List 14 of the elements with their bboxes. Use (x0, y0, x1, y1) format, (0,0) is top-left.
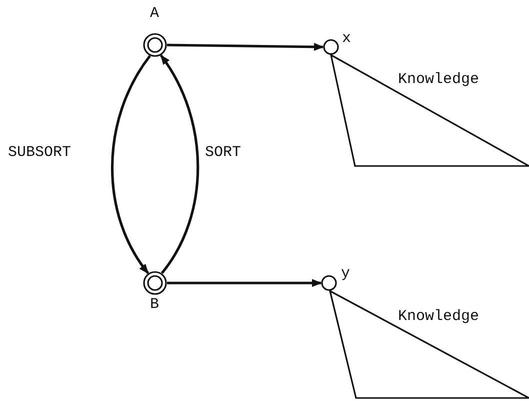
node-label: Knowledge (398, 309, 480, 325)
node-label: y (341, 266, 350, 282)
node-label: x (342, 31, 352, 47)
arrow (160, 54, 200, 274)
arrow (111, 55, 151, 274)
node-label: A (150, 6, 160, 22)
double-circle-node (143, 5, 168, 57)
node-label: Knowledge (398, 72, 480, 88)
circle-node (321, 266, 351, 291)
arrow (166, 42, 324, 51)
knowledge-triangle (330, 291, 529, 398)
knowledge-triangle (331, 55, 529, 166)
arrow (167, 279, 322, 287)
node-label: B (150, 297, 160, 313)
